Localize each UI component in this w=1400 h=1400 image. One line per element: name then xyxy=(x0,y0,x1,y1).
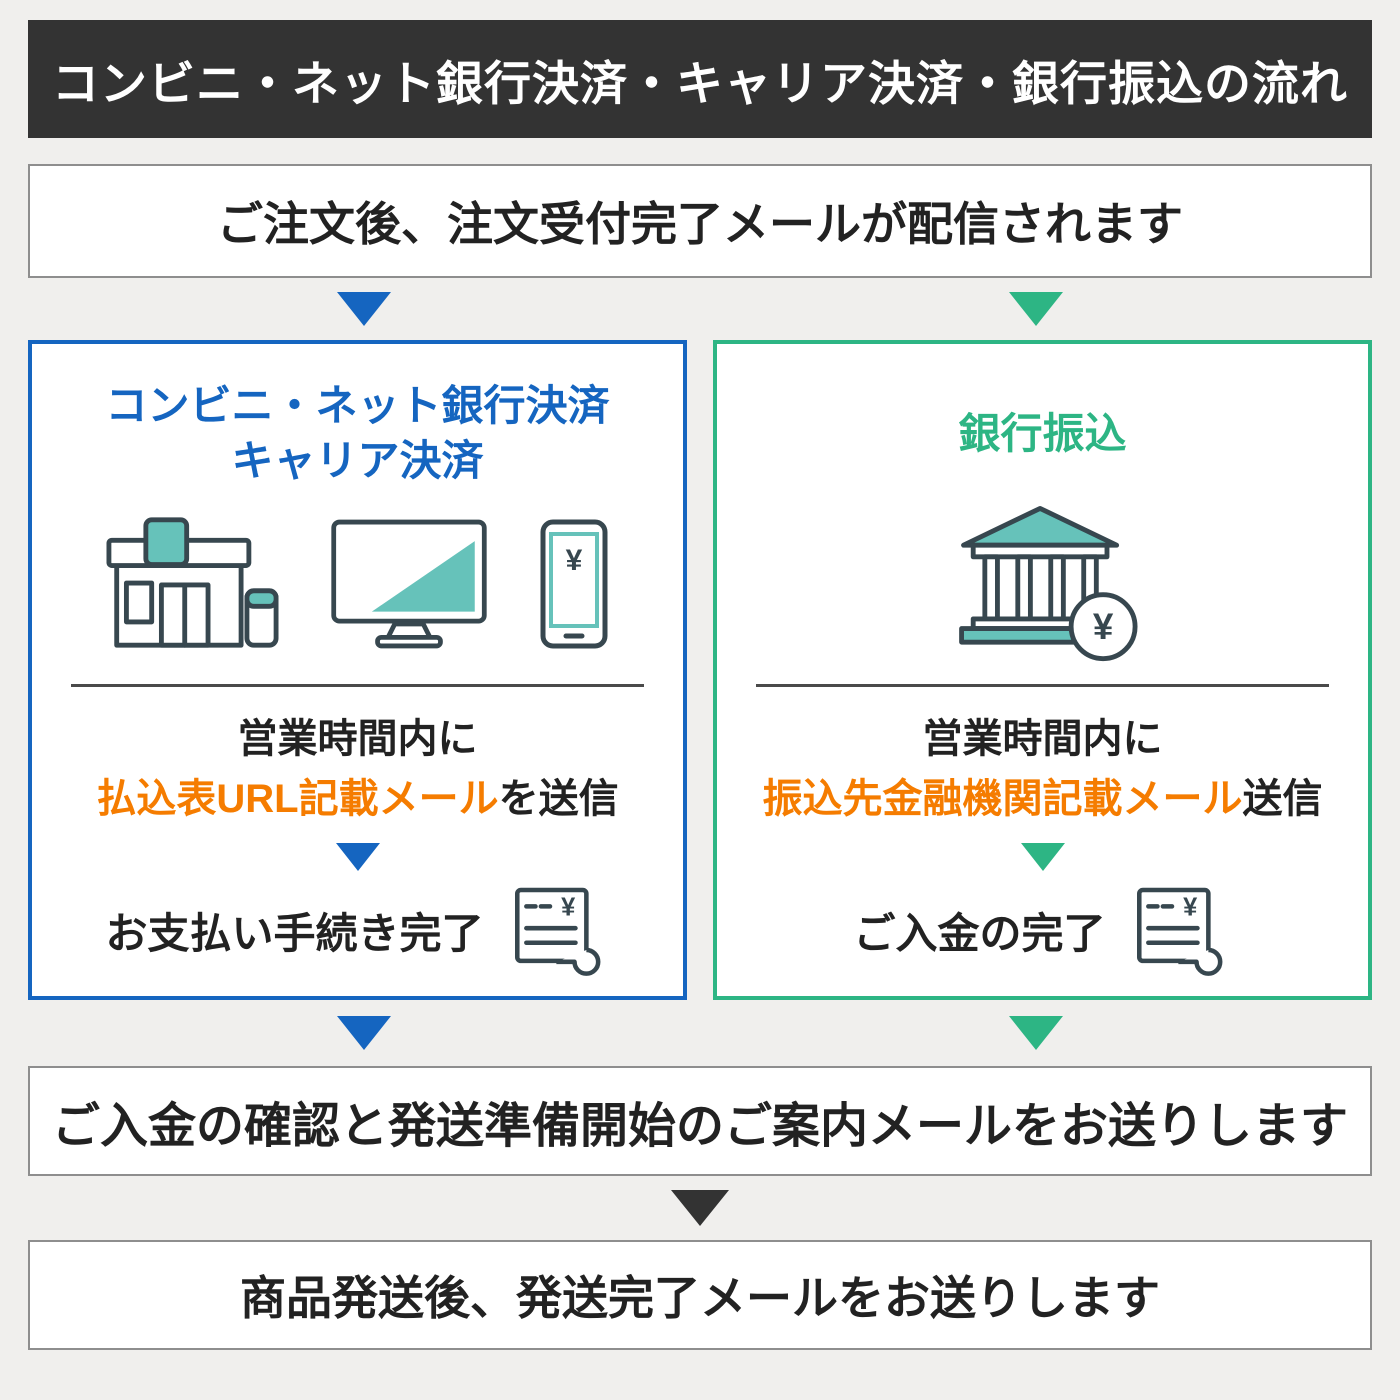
down-arrow-icon xyxy=(337,292,391,326)
convenience-payment-title-line2: キャリア決済 xyxy=(231,437,484,484)
note-highlight: 払込表URL記載メール xyxy=(96,777,499,821)
note-suffix: を送信 xyxy=(498,777,619,821)
deposit-confirm-text: ご入金の確認と発送準備開始のご案内メールをお送りします xyxy=(51,1100,1348,1153)
down-arrow-icon xyxy=(337,1016,391,1050)
note-suffix: 送信 xyxy=(1242,777,1323,821)
bank-icon: ¥ xyxy=(958,505,1138,662)
shipping-complete-step-box: 商品発送後、発送完了メールをお送りします xyxy=(28,1240,1372,1350)
convenience-payment-note: 営業時間内に 払込表URL記載メールを送信 xyxy=(96,709,618,829)
deposit-confirm-step-box: ご入金の確認と発送準備開始のご案内メールをお送りします xyxy=(28,1066,1372,1176)
order-received-text: ご注文後、注文受付完了メールが配信されます xyxy=(217,198,1183,250)
note-line1: 営業時間内に xyxy=(922,717,1163,761)
page-title-bar: コンビニ・ネット銀行決済・キャリア決済・銀行振込の流れ xyxy=(28,20,1372,138)
convenience-payment-title-line1: コンビニ・ネット銀行決済 xyxy=(105,382,610,430)
note-line2: 払込表URL記載メールを送信 xyxy=(96,769,618,829)
shipping-complete-text: 商品発送後、発送完了メールをお送りします xyxy=(240,1272,1160,1324)
yen-symbol: ¥ xyxy=(566,544,583,577)
bank-transfer-note: 営業時間内に 振込先金融機関記載メール送信 xyxy=(763,709,1323,829)
note-line1: 営業時間内に xyxy=(237,717,478,761)
arrow-row-top xyxy=(28,292,1372,326)
yen-symbol: ¥ xyxy=(561,893,576,921)
bank-transfer-title: 銀行振込 xyxy=(958,378,1126,490)
payment-method-columns: コンビニ・ネット銀行決済 キャリア決済 xyxy=(28,340,1372,1000)
down-arrow-icon xyxy=(335,843,380,871)
payment-complete-text: お支払い手続き完了 xyxy=(105,909,484,957)
yen-symbol: ¥ xyxy=(1183,893,1198,921)
note-line2: 振込先金融機関記載メール送信 xyxy=(763,769,1323,829)
bank-transfer-title-text: 銀行振込 xyxy=(958,409,1127,457)
receipt-icon: ¥ xyxy=(514,887,600,976)
bank-transfer-panel: 銀行振込 ¥ 営業時間内に xyxy=(713,340,1372,1000)
convenience-payment-icons: ¥ xyxy=(105,496,610,672)
convenience-payment-panel: コンビニ・ネット銀行決済 キャリア決済 xyxy=(28,340,687,1000)
divider xyxy=(756,684,1329,687)
page-title: コンビニ・ネット銀行決済・キャリア決済・銀行振込の流れ xyxy=(52,56,1348,110)
deposit-complete-row: ご入金の完了 ¥ xyxy=(853,883,1231,977)
arrow-row-bottom xyxy=(28,1016,1372,1050)
down-arrow-icon xyxy=(1009,1016,1063,1050)
convenience-payment-title: コンビニ・ネット銀行決済 キャリア決済 xyxy=(105,378,609,490)
down-arrow-icon xyxy=(1020,843,1065,871)
bank-transfer-icons: ¥ xyxy=(948,496,1138,672)
down-arrow-icon xyxy=(671,1190,729,1226)
computer-monitor-icon xyxy=(331,519,487,649)
order-received-step-box: ご注文後、注文受付完了メールが配信されます xyxy=(28,164,1372,278)
down-arrow-icon xyxy=(1009,292,1063,326)
convenience-store-icon xyxy=(106,517,279,648)
note-highlight: 振込先金融機関記載メール xyxy=(762,777,1243,821)
yen-symbol: ¥ xyxy=(1092,606,1113,647)
divider xyxy=(71,684,644,687)
smartphone-icon: ¥ xyxy=(540,519,608,649)
receipt-icon: ¥ xyxy=(1136,887,1222,976)
payment-complete-row: お支払い手続き完了 ¥ xyxy=(105,883,609,977)
deposit-complete-text: ご入金の完了 xyxy=(853,909,1106,957)
arrow-row-final xyxy=(28,1190,1372,1226)
